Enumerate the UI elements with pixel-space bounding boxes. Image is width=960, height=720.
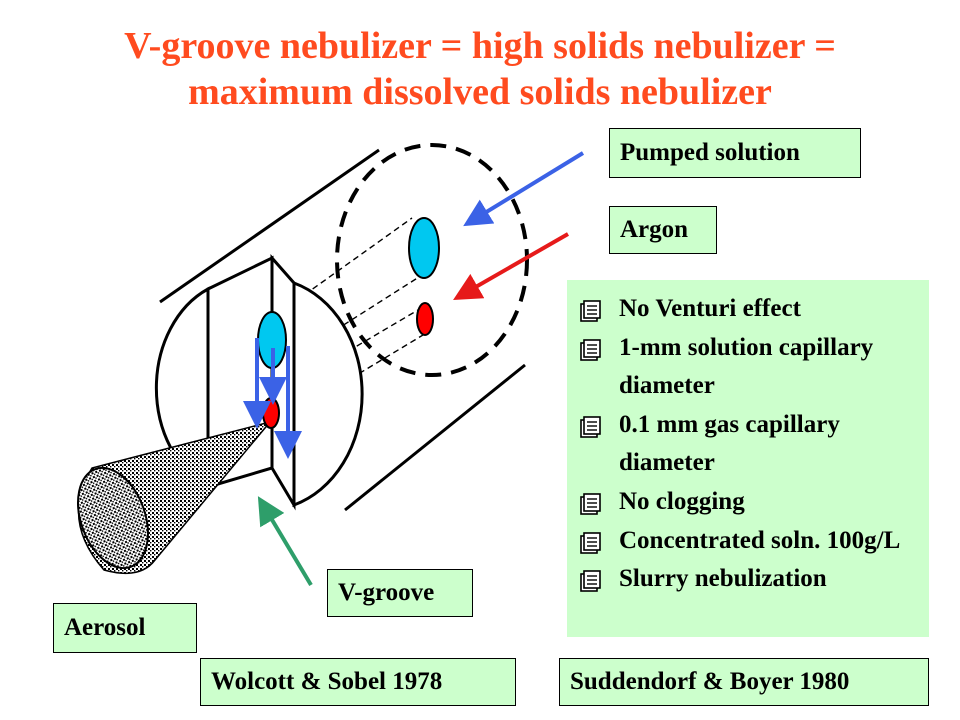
cylinder-bottom-edge: [344, 363, 526, 512]
reference-left: Wolcott & Sobel 1978: [200, 658, 516, 706]
feature-text: No Venturi effect: [619, 295, 801, 322]
notepad-bullet-icon: [580, 300, 601, 322]
v-groove-label: V-groove: [327, 569, 473, 617]
feature-item: Concentrated soln. 100g/L: [577, 522, 923, 561]
notepad-bullet-icon: [580, 493, 601, 515]
v-groove-right-face: [270, 254, 296, 511]
notepad-bullet-icon: [580, 415, 601, 438]
feature-text: 0.1 mm gas capillary diameter: [619, 410, 840, 477]
pumped-solution-label: Pumped solution: [609, 128, 861, 178]
feature-text: Slurry nebulization: [619, 565, 827, 593]
notepad-bullet-icon: [580, 338, 601, 361]
aerosol-label: Aerosol: [53, 603, 197, 653]
pumped-solution-arrow: [463, 151, 585, 227]
page-title-line-2: maximum dissolved solids nebulizer: [188, 71, 772, 113]
feature-item: 0.1 mm gas capillary diameter: [577, 406, 923, 483]
feature-item: 1-mm solution capillary diameter: [577, 329, 923, 406]
feature-item: Slurry nebulization: [577, 560, 923, 599]
notepad-bullet-icon: [580, 570, 601, 592]
cylinder-top-edge: [159, 148, 380, 304]
notepad-bullet-icon: [580, 531, 601, 554]
solution-flow-arrows: [243, 338, 302, 459]
argon-arrow: [453, 232, 569, 300]
feature-text: No clogging: [619, 487, 745, 515]
argon-label: Argon: [609, 206, 717, 254]
reference-right: Suddendorf & Boyer 1980: [559, 658, 929, 706]
v-groove-arrow: [257, 496, 313, 587]
feature-text: Concentrated soln. 100g/L: [619, 526, 901, 554]
front-cap-right-half: [292, 280, 364, 508]
solution-capillary-back: [408, 217, 440, 279]
page-title-line-1: V-groove nebulizer = high solids nebuliz…: [124, 25, 836, 67]
features-list: No Venturi effect 1-mm solution capillary…: [577, 290, 923, 599]
feature-item: No Venturi effect: [577, 290, 923, 329]
cylinder-back-end: [335, 143, 529, 377]
features-panel: No Venturi effect 1-mm solution capillary…: [567, 280, 929, 637]
aerosol-cone-mouth: [77, 466, 149, 570]
feature-item: No clogging: [577, 483, 923, 522]
gas-capillary-back: [416, 302, 434, 336]
gas-capillary-front: [262, 397, 280, 429]
feature-text: 1-mm solution capillary diameter: [619, 333, 874, 400]
